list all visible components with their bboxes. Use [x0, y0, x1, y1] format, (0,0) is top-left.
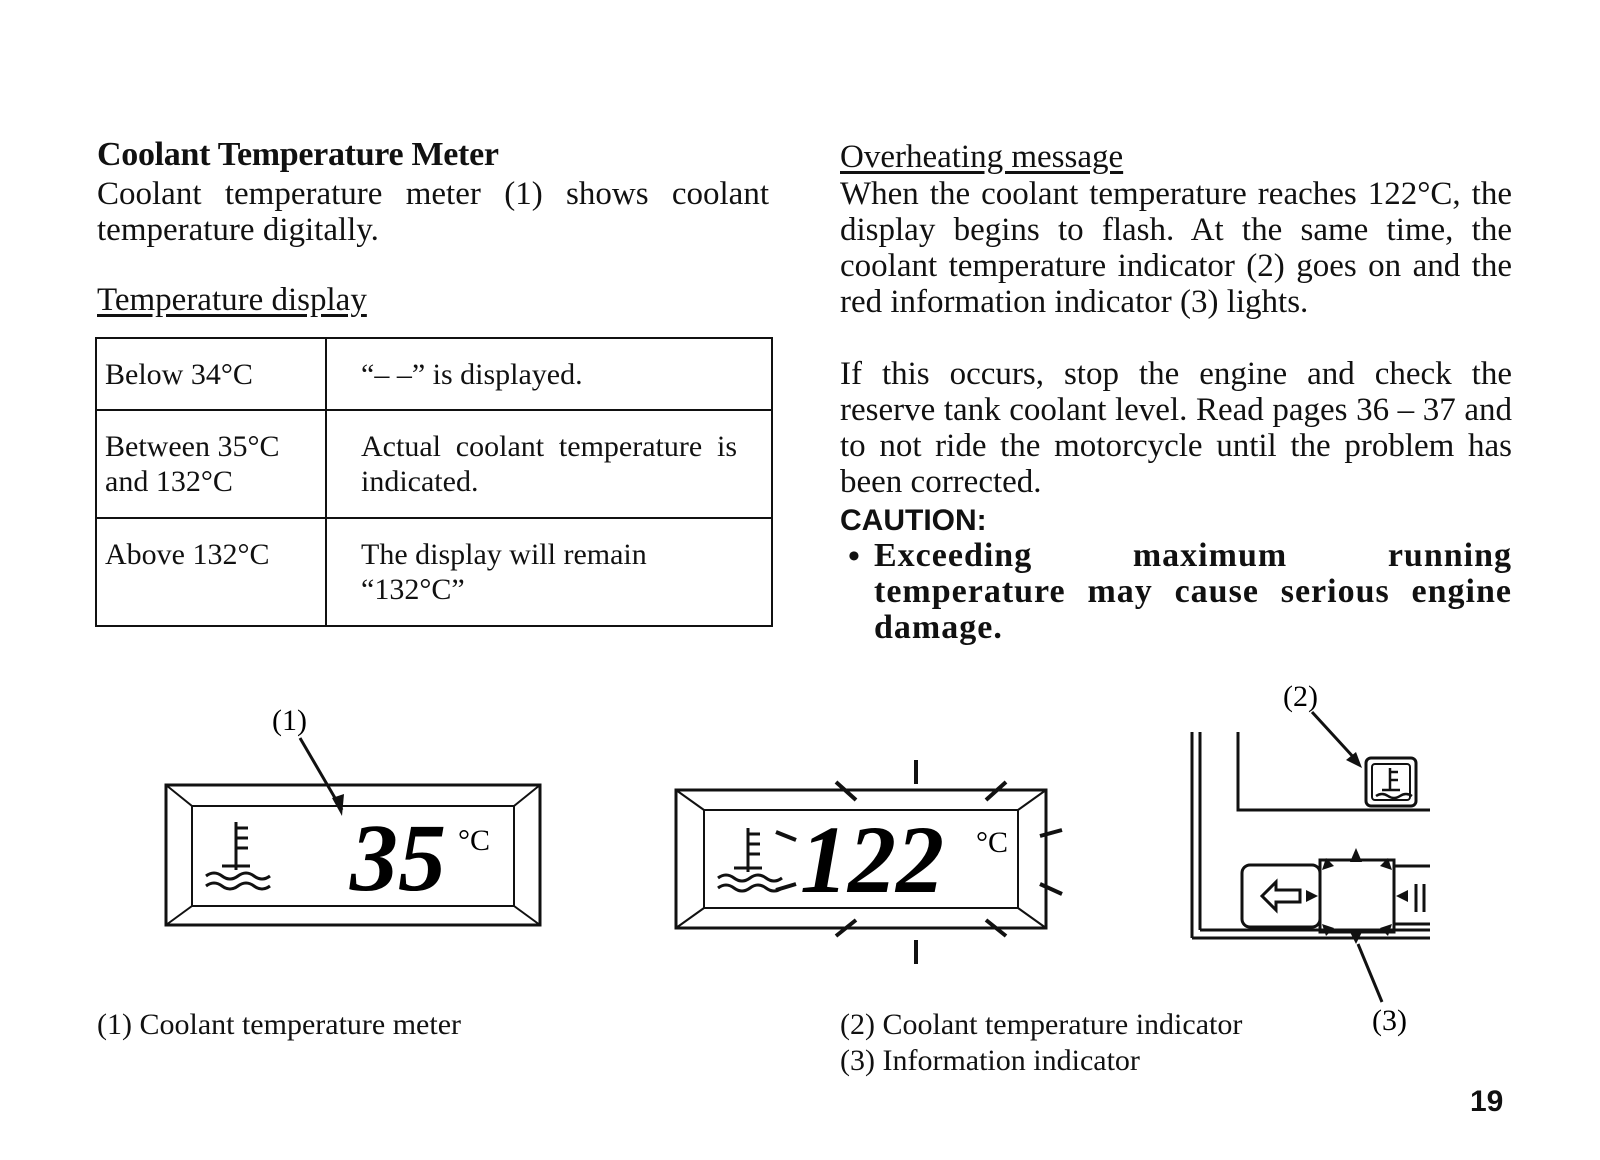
flash-rays [775, 760, 1063, 964]
action-paragraph: If this occurs, stop the engine and chec… [840, 356, 1512, 500]
right-arrow-icon [1414, 884, 1426, 912]
figure-caption-1: (1) Coolant temperature meter [97, 1008, 462, 1041]
figure-caption-3: (3) Information indicator [840, 1044, 1140, 1077]
callout-1: (1) [272, 704, 307, 737]
table-row: Below 34°C “– –” is displayed. [95, 337, 773, 411]
table-cell: Below 34°C [95, 337, 327, 411]
caution-label: CAUTION: [840, 504, 987, 537]
page-number: 19 [1470, 1085, 1504, 1118]
meter-display-value: 35 [349, 804, 446, 911]
coolant-temperature-icon [205, 822, 271, 891]
callout-3: (3) [1372, 1004, 1407, 1037]
unit-label: °C [976, 826, 1008, 859]
coolant-temperature-meter-figure: (1) 35 °C [164, 704, 542, 927]
left-arrow-icon [1259, 878, 1302, 914]
table-cell: Between 35°C and 132°C [95, 409, 327, 519]
flashing-display-value: 122 [800, 806, 944, 913]
information-indicator-rays [1306, 848, 1408, 944]
coolant-temperature-icon [717, 828, 783, 893]
overheating-subheading: Overheating message [840, 139, 1124, 175]
temperature-display-subheading: Temperature display [97, 282, 367, 318]
overheating-paragraph: When the coolant temperature reaches 122… [840, 176, 1512, 320]
table-cell: Actual coolant temperature is indicated. [325, 409, 773, 519]
figure-caption-2: (2) Coolant temperature indicator [840, 1008, 1243, 1041]
bullet-icon: • [848, 538, 860, 575]
flashing-display-figure: 122 °C [674, 760, 1063, 964]
table-row: Above 132°C The display will remain “132… [95, 517, 773, 627]
caution-text: Exceeding maximum running temperature ma… [874, 537, 1512, 646]
table-cell: Above 132°C [95, 517, 327, 627]
table-cell: “– –” is displayed. [325, 337, 773, 411]
temperature-display-table: Below 34°C “– –” is displayed. Between 3… [95, 337, 773, 627]
table-cell: The display will remain “132°C” [325, 517, 773, 627]
coolant-temperature-icon [1375, 768, 1413, 800]
intro-paragraph: Coolant temperature meter (1) shows cool… [97, 176, 769, 248]
section-heading: Coolant Temperature Meter [97, 136, 499, 173]
table-row: Between 35°C and 132°C Actual coolant te… [95, 409, 773, 519]
unit-label: °C [458, 824, 490, 857]
callout-2: (2) [1283, 680, 1318, 713]
indicator-panel-figure: (2) [1190, 680, 1430, 1037]
